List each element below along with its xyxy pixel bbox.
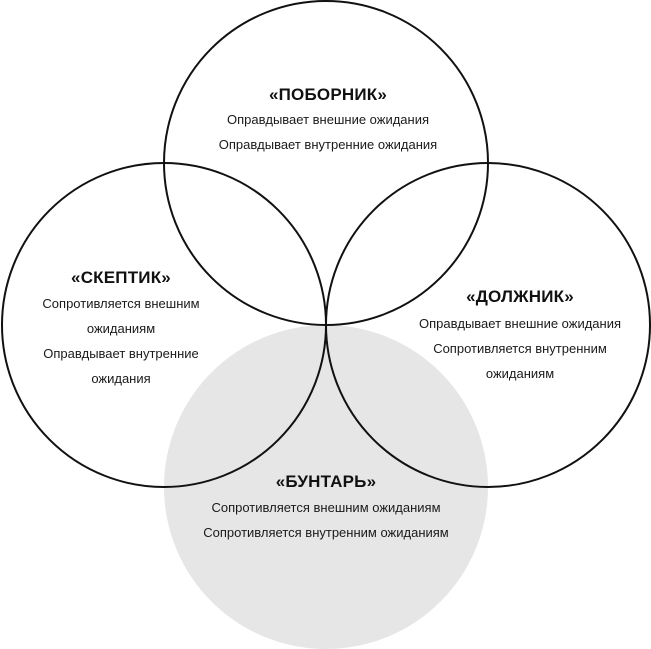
rebel-line-1: Сопротивляется внешним ожиданиям	[211, 500, 440, 515]
upholder-circle	[163, 0, 489, 326]
questioner-line-4: ожидания	[91, 371, 150, 386]
upholder-line-2: Оправдывает внутренние ожидания	[219, 137, 437, 152]
obliger-circle	[325, 162, 651, 488]
obliger-line-1: Оправдывает внешние ожидания	[419, 316, 621, 331]
obliger-line-3: ожиданиям	[486, 366, 554, 381]
rebel-circle-fill	[164, 325, 488, 649]
upholder-line-1: Оправдывает внешние ожидания	[227, 112, 429, 127]
questioner-line-3: Оправдывает внутренние	[43, 346, 199, 361]
rebel-line-2: Сопротивляется внутренним ожиданиям	[203, 525, 449, 540]
rebel-title: «БУНТАРЬ»	[276, 472, 377, 491]
upholder-title: «ПОБОРНИК»	[269, 85, 387, 104]
obliger-line-2: Сопротивляется внутренним	[433, 341, 607, 356]
questioner-line-1: Сопротивляется внешним	[42, 296, 199, 311]
questioner-title: «СКЕПТИК»	[71, 268, 171, 287]
obliger-title: «ДОЛЖНИК»	[466, 287, 574, 306]
questioner-line-2: ожиданиям	[87, 321, 155, 336]
